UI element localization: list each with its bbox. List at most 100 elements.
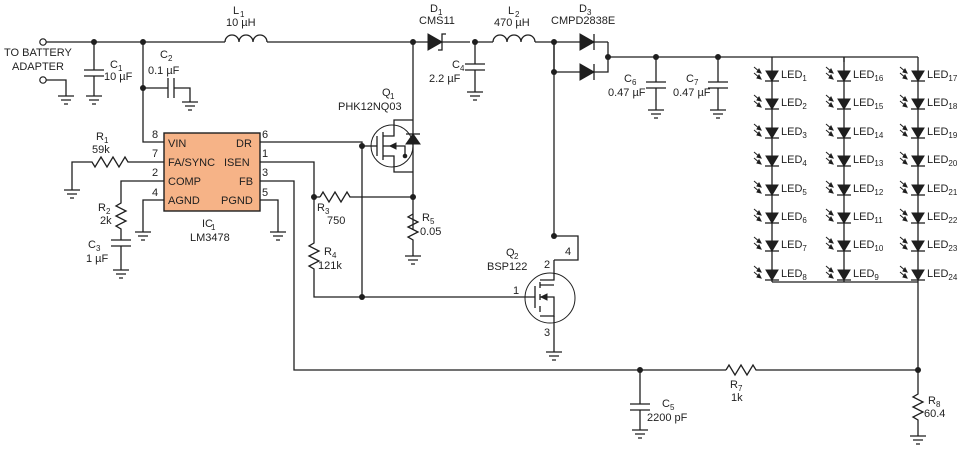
svg-text:R: R [324, 246, 332, 258]
ic-pin-name: COMP [168, 176, 201, 188]
svg-text:IC: IC [202, 218, 213, 230]
svg-text:0.47 µF: 0.47 µF [608, 87, 646, 99]
svg-text:7: 7 [738, 384, 743, 393]
svg-text:2200 pF: 2200 pF [647, 412, 688, 424]
led-array: LED1LED2LED3LED4LED5LED6LED7LED8LED16LED… [753, 56, 958, 370]
led-4: LED4 [753, 151, 807, 168]
svg-text:2: 2 [168, 54, 173, 63]
led-label: LED13 [853, 154, 884, 168]
led-3: LED3 [753, 123, 807, 140]
svg-text:1: 1 [513, 285, 519, 297]
svg-text:3: 3 [96, 244, 101, 253]
led-label: LED8 [781, 268, 807, 282]
led-2: LED2 [753, 94, 807, 111]
svg-text:2.2 µF: 2.2 µF [429, 73, 461, 85]
led-label: LED15 [853, 97, 884, 111]
svg-text:C: C [160, 49, 168, 61]
ic1-lm3478: VIN FA/SYNC COMP AGND DR ISEN FB PGND 8 … [152, 129, 268, 244]
led-label: LED4 [781, 154, 807, 168]
svg-text:3: 3 [587, 8, 592, 17]
led-label: LED19 [927, 126, 958, 140]
svg-text:2k: 2k [100, 215, 112, 227]
led-label: LED3 [781, 126, 807, 140]
svg-text:59k: 59k [92, 144, 110, 156]
svg-text:1: 1 [104, 136, 109, 145]
svg-text:C: C [624, 73, 632, 85]
led-label: LED17 [927, 69, 958, 83]
svg-text:121k: 121k [318, 260, 342, 272]
input-label-line1: TO BATTERY [4, 47, 73, 59]
svg-text:R: R [730, 379, 738, 391]
ic-pin-name: ISEN [224, 157, 250, 169]
input-terminal-positive [39, 38, 47, 46]
led-14: LED14 [825, 123, 884, 140]
led-13: LED13 [825, 151, 884, 168]
ic-pin-num: 2 [152, 167, 158, 179]
ic-pin-name: PGND [221, 195, 253, 207]
ic-pin-num: 3 [262, 167, 268, 179]
svg-text:Q: Q [506, 247, 515, 259]
svg-text:L: L [233, 5, 239, 17]
svg-text:R: R [928, 395, 936, 407]
svg-text:5: 5 [430, 217, 435, 226]
ic-pin-num: 5 [262, 187, 268, 199]
svg-text:2: 2 [544, 259, 550, 271]
svg-text:5: 5 [670, 403, 675, 412]
led-9: LED9 [825, 265, 879, 282]
led-label: LED6 [781, 211, 807, 225]
svg-text:10 µF: 10 µF [104, 71, 133, 83]
led-19: LED19 [899, 123, 958, 140]
led-11: LED11 [825, 208, 883, 225]
input-terminal-negative [39, 76, 47, 84]
led-label: LED7 [781, 239, 807, 253]
svg-text:8: 8 [936, 400, 941, 409]
svg-text:4: 4 [332, 251, 337, 260]
ic-pin-num: 1 [262, 148, 268, 160]
ic-pin-num: 4 [152, 187, 158, 199]
led-21: LED21 [899, 180, 958, 197]
svg-text:2: 2 [515, 10, 520, 19]
svg-text:C: C [88, 239, 96, 251]
svg-text:470 µH: 470 µH [494, 17, 530, 29]
svg-text:R: R [96, 131, 104, 143]
led-6: LED6 [753, 208, 807, 225]
svg-text:10 µH: 10 µH [226, 17, 256, 29]
ic-pin-name: FA/SYNC [168, 157, 215, 169]
svg-text:L: L [508, 5, 514, 17]
led-7: LED7 [753, 236, 807, 253]
svg-text:1k: 1k [731, 392, 743, 404]
svg-text:C: C [662, 398, 670, 410]
input-terminals: TO BATTERY ADAPTER [4, 38, 73, 84]
svg-text:R: R [98, 202, 106, 214]
svg-text:0.1 µF: 0.1 µF [148, 65, 180, 77]
input-label-line2: ADAPTER [12, 61, 64, 73]
ic-pin-name: AGND [168, 195, 200, 207]
led-label: LED10 [853, 239, 884, 253]
svg-text:60.4: 60.4 [924, 408, 945, 420]
led-label: LED2 [781, 97, 807, 111]
led-label: LED21 [927, 183, 958, 197]
svg-text:LM3478: LM3478 [190, 232, 230, 244]
led-label: LED5 [781, 183, 807, 197]
svg-text:750: 750 [327, 215, 345, 227]
svg-text:1 µF: 1 µF [86, 253, 109, 265]
led-10: LED10 [825, 236, 884, 253]
svg-text:1: 1 [438, 8, 443, 17]
svg-text:BSP122: BSP122 [487, 261, 527, 273]
led-22: LED22 [899, 208, 958, 225]
led-15: LED15 [825, 94, 884, 111]
svg-text:C: C [452, 59, 460, 71]
